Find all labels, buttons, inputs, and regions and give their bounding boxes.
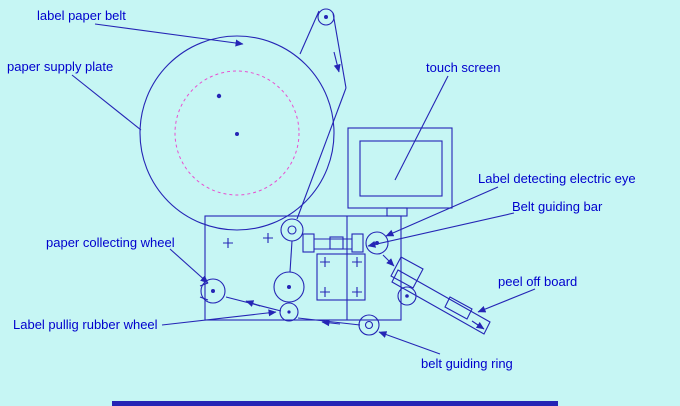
label-pulling-rubber-wheel <box>273 271 305 322</box>
callout-paper-collecting-wheel: paper collecting wheel <box>46 235 175 250</box>
peel-board-feed-arrow <box>382 254 395 267</box>
leader-lines <box>71 23 536 355</box>
rubber-wheel-large-dot <box>287 285 291 289</box>
return-belt-arrow-mid <box>321 319 341 327</box>
belt-guiding-bar <box>302 231 389 255</box>
guiding-ring-inner <box>364 320 374 330</box>
belt-direction-arrow <box>333 51 341 73</box>
paper-supply-plate <box>139 35 335 231</box>
return-belt-arrow-left <box>245 300 261 307</box>
peel-board-roller-dot <box>405 294 409 298</box>
guiding-ring-outer <box>358 314 380 336</box>
guiding-bar-block-left <box>302 233 315 253</box>
plate-pin-dot <box>216 93 222 99</box>
applicator-roller-hub <box>287 225 297 235</box>
leader-belt-guiding-ring <box>378 331 441 355</box>
rubber-wheel-large <box>273 271 305 303</box>
machine-body-frame <box>204 215 402 321</box>
leader-touch-screen <box>394 75 449 181</box>
belt-line-up <box>299 10 320 55</box>
belt-pulley-axle-dot <box>324 15 328 19</box>
leader-detecting-electric-eye <box>385 186 499 237</box>
collecting-wheel-dot <box>211 289 215 293</box>
backing-paper-path <box>225 296 361 327</box>
rubber-wheel-small-dot <box>287 310 291 314</box>
belt-line-down-1 <box>332 12 347 89</box>
leader-belt-guiding-bar <box>367 212 515 248</box>
paper-collecting-wheel <box>199 278 226 304</box>
machine-body <box>204 215 402 321</box>
collecting-wheel-outer <box>200 278 226 304</box>
return-belt-line-right <box>297 317 361 326</box>
callout-peel-off-board: peel off board <box>498 274 578 289</box>
mounting-screw-marks <box>223 233 362 297</box>
leader-label-paper-belt <box>94 23 244 47</box>
label-paper-belt-path <box>296 8 347 220</box>
callout-belt-guiding-bar: Belt guiding bar <box>512 199 603 214</box>
callout-label-pulling-rubber-wheel: Label pullig rubber wheel <box>13 317 158 332</box>
belt-line-roller-to-wheel <box>289 240 293 273</box>
callout-label-detecting-electric-eye: Label detecting electric eye <box>478 171 636 186</box>
callout-label-paper-belt: label paper belt <box>37 8 126 23</box>
callout-paper-supply-plate: paper supply plate <box>7 59 114 74</box>
peel-board-bracket <box>390 256 424 289</box>
collecting-wheel-clip-marks <box>199 282 209 301</box>
peel-board-roller <box>397 286 417 306</box>
label-applicator-roller <box>280 218 304 273</box>
peel-board-tip-arrow <box>471 320 485 330</box>
leader-paper-supply-plate <box>71 74 142 131</box>
peel-off-board <box>382 254 491 335</box>
touch-screen-stand <box>386 207 408 217</box>
mounting-plate <box>316 253 366 301</box>
callout-touch-screen: touch screen <box>426 60 501 75</box>
bottom-strip <box>112 401 558 406</box>
peel-board-block <box>444 296 473 320</box>
leader-paper-collecting-wheel <box>169 248 209 284</box>
label-roll-dashed-circle <box>174 70 300 196</box>
plate-center-dot <box>235 132 239 136</box>
supply-plate-outer-circle <box>139 35 335 231</box>
guiding-bar-block-right <box>351 233 364 253</box>
callout-belt-guiding-ring: belt guiding ring <box>421 356 513 371</box>
leader-peel-off-board <box>477 288 536 313</box>
rubber-wheel-small <box>279 302 299 322</box>
detecting-eye-roller <box>365 231 389 255</box>
touch-screen <box>347 127 453 217</box>
peel-board-plate <box>391 269 491 335</box>
leader-pulling-rubber-wheel <box>161 309 277 326</box>
belt-line-down-2 <box>296 87 347 220</box>
touch-screen-display <box>359 140 443 197</box>
belt-guiding-ring <box>358 314 380 336</box>
applicator-roller-outer <box>280 218 304 242</box>
